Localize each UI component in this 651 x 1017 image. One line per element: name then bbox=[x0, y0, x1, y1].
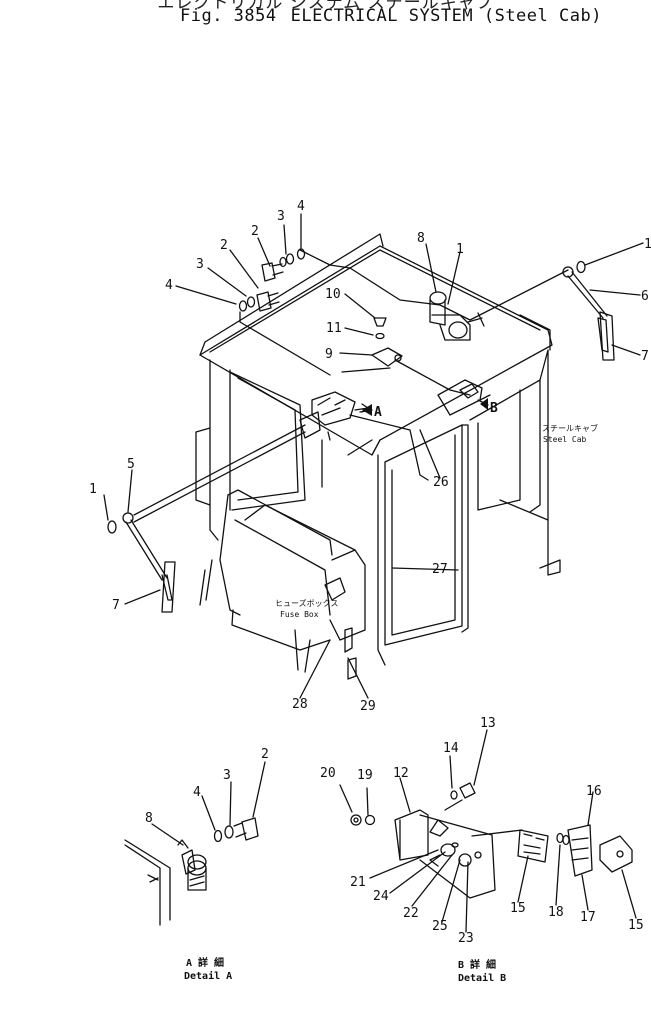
wiper-arm-right bbox=[562, 260, 615, 361]
callout-8: 8 bbox=[417, 231, 425, 246]
callout-9: 9 bbox=[325, 347, 333, 362]
leader-lines bbox=[103, 213, 644, 699]
callout-2: 2 bbox=[251, 224, 259, 239]
cab-roof bbox=[199, 233, 553, 456]
steel-cab-label-en: Steel Cab bbox=[543, 435, 587, 444]
callout-8: 8 bbox=[145, 811, 153, 826]
view-letter-a: A bbox=[374, 405, 382, 420]
callout-13: 13 bbox=[480, 716, 496, 731]
callout-10: 10 bbox=[325, 287, 341, 302]
callout-6: 6 bbox=[641, 289, 649, 304]
callout-25: 25 bbox=[432, 919, 448, 934]
callout-4: 4 bbox=[297, 199, 305, 214]
callout-20: 20 bbox=[320, 766, 336, 781]
callout-29: 29 bbox=[360, 699, 376, 714]
figure-title-text: ELECTRICAL SYSTEM (Steel Cab) bbox=[290, 6, 602, 26]
wiper-arm-left bbox=[107, 512, 176, 613]
callout-23: 23 bbox=[458, 931, 474, 946]
callout-5: 5 bbox=[127, 457, 135, 472]
bolt-stack-lower bbox=[238, 291, 280, 312]
callout-19: 19 bbox=[357, 768, 373, 783]
callout-3: 3 bbox=[196, 257, 204, 272]
detail-a-caption-jp: A 詳 細 bbox=[186, 956, 224, 969]
callout-21: 21 bbox=[350, 875, 366, 890]
bolt-stack-upper bbox=[261, 248, 306, 282]
view-arrow-a bbox=[362, 404, 372, 416]
figure-number: Fig. 3854 bbox=[180, 6, 277, 26]
detail-b-caption-en: Detail B bbox=[458, 972, 506, 984]
callout-15: 15 bbox=[628, 918, 644, 933]
detail-a-caption-en: Detail A bbox=[184, 970, 232, 982]
callout-1: 1 bbox=[89, 482, 97, 497]
cab-frame bbox=[195, 349, 561, 666]
wire-harness bbox=[133, 249, 569, 523]
detail-b-caption-jp: B 詳 細 bbox=[458, 958, 496, 971]
callout-14: 14 bbox=[443, 741, 459, 756]
bracket-9 bbox=[371, 317, 403, 367]
callout-labels: 4 3 2 2 3 4 8 1 10 11 9 1 6 7 26 5 1 7 2… bbox=[89, 199, 651, 714]
callout-15: 15 bbox=[510, 901, 526, 916]
switch-assembly-a bbox=[299, 391, 369, 439]
detail-a-drawing bbox=[124, 761, 266, 926]
callout-12: 12 bbox=[393, 766, 409, 781]
callout-22: 22 bbox=[403, 906, 419, 921]
title-japanese: エレクトリカル システム スチールキャブ bbox=[157, 0, 494, 13]
callout-18: 18 bbox=[548, 905, 564, 920]
callout-1: 1 bbox=[456, 242, 464, 257]
view-arrow-b bbox=[480, 398, 488, 410]
callout-3: 3 bbox=[223, 768, 231, 783]
view-letter-b: B bbox=[490, 401, 498, 416]
detail-b-drawing bbox=[339, 729, 637, 933]
callout-2: 2 bbox=[261, 747, 269, 762]
rear-bracket bbox=[437, 379, 491, 416]
callout-27: 27 bbox=[432, 562, 448, 577]
callout-28: 28 bbox=[292, 697, 308, 712]
wiper-motor bbox=[429, 291, 485, 341]
callout-1: 1 bbox=[644, 237, 651, 252]
callout-17: 17 bbox=[580, 910, 596, 925]
callout-16: 16 bbox=[586, 784, 602, 799]
fuse-box bbox=[199, 489, 366, 680]
callout-7: 7 bbox=[641, 349, 649, 364]
steel-cab-label-jp: スチールキャブ bbox=[542, 423, 598, 433]
callout-11: 11 bbox=[326, 321, 342, 336]
figure-title: Fig. 3854 ELECTRICAL SYSTEM (Steel Cab) bbox=[180, 6, 616, 26]
callout-7: 7 bbox=[112, 598, 120, 613]
callout-4: 4 bbox=[165, 278, 173, 293]
callout-26: 26 bbox=[433, 475, 449, 490]
callout-24: 24 bbox=[373, 889, 389, 904]
detail-callout-labels: 8 4 3 2 20 19 12 14 13 21 24 22 25 23 15… bbox=[145, 716, 644, 946]
callout-3: 3 bbox=[277, 209, 285, 224]
fuse-box-label-en: Fuse Box bbox=[280, 610, 319, 619]
callout-4: 4 bbox=[193, 785, 201, 800]
callout-2: 2 bbox=[220, 238, 228, 253]
fuse-box-label-jp: ヒューズボックス bbox=[275, 598, 338, 608]
